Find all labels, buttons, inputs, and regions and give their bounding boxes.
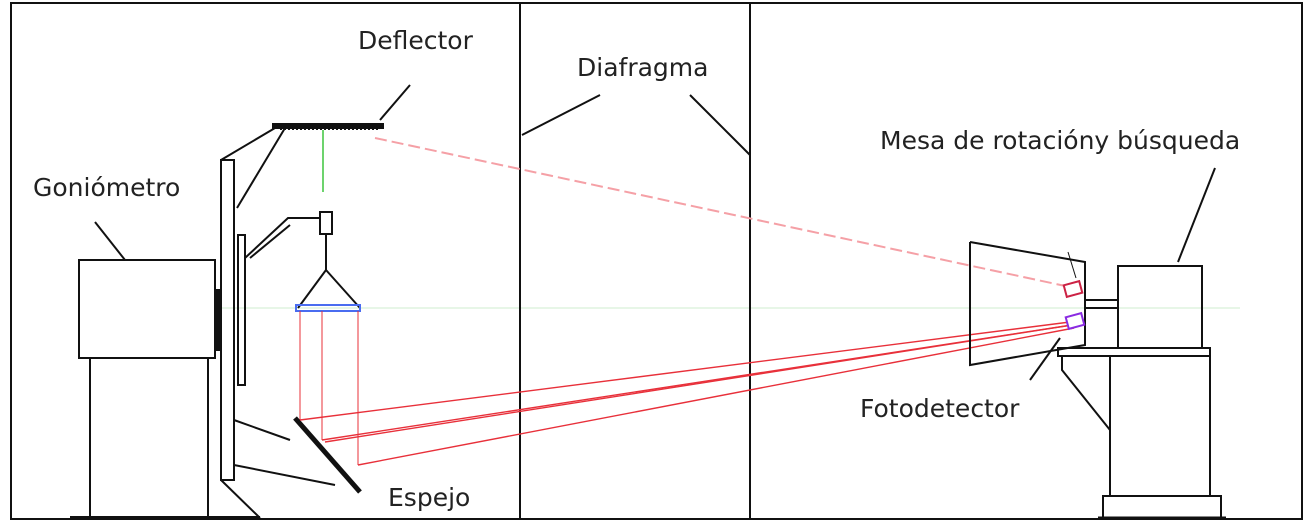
collimating-lens: [295, 304, 361, 312]
deflected-beam: [374, 137, 1071, 288]
sensor-lower: [1064, 311, 1086, 331]
label-mesa: Mesa de rotacióny búsqueda: [880, 126, 1241, 155]
fotodetector-leader: [1029, 337, 1061, 381]
deflector-plate: [272, 123, 384, 130]
mirror: [293, 416, 362, 494]
sensor-upper: [1062, 279, 1084, 299]
goniometer-arm: [220, 127, 336, 519]
laser-down-beams: [299, 311, 359, 465]
detector-housing: [969, 241, 1118, 367]
rotation-table: [1057, 167, 1226, 520]
label-espejo: Espejo: [388, 483, 471, 512]
deflector-leader: [379, 84, 411, 121]
upper-sensor-tick: [1067, 251, 1077, 279]
goniometer-leader: [94, 221, 126, 261]
label-deflector: Deflector: [358, 26, 473, 55]
label-fotodetector: Fotodetector: [860, 394, 1020, 423]
goniometer: [70, 259, 260, 520]
reflected-beams: [299, 321, 1075, 466]
laser-source: [244, 211, 361, 309]
diaphragm: [519, 3, 751, 519]
label-goniometro: Goniómetro: [33, 173, 181, 202]
frame-border: [10, 2, 1303, 520]
label-diafragma: Diafragma: [577, 53, 709, 82]
